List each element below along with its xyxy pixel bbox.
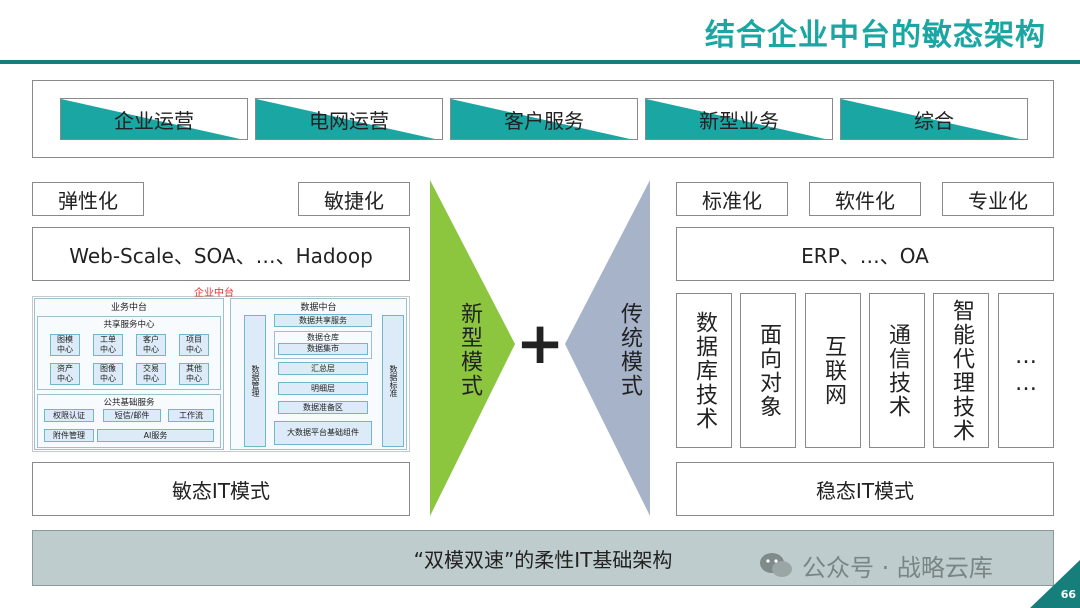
business-tab-label: 客户服务	[504, 108, 584, 133]
stable-trait-standard: 标准化	[676, 182, 788, 216]
new-mode-triangle	[430, 180, 515, 516]
traditional-mode-label: 传统模式	[617, 302, 642, 398]
business-tab-label: 新型业务	[699, 108, 779, 133]
agile-trait-elastic: 弹性化	[32, 182, 144, 216]
business-tab-label: 企业运营	[114, 108, 194, 133]
shared-service-center	[37, 316, 221, 390]
data-item: 大数据平台基础组件	[274, 421, 372, 445]
service-box: 短信/邮件	[103, 409, 161, 422]
business-tab-5: 综合	[840, 98, 1028, 140]
new-mode-label: 新型模式	[457, 302, 482, 398]
data-item: 数据准备区	[278, 401, 368, 414]
data-standard: 数据标准	[382, 315, 404, 447]
stable-column: 面向对象	[740, 293, 796, 448]
teal-triangle-decoration	[646, 99, 826, 139]
public-services	[37, 394, 221, 448]
watermark-text: 公众号 · 战略云库	[802, 553, 993, 582]
center-box: 交易中心	[136, 363, 166, 385]
stable-trait-professional: 专业化	[942, 182, 1054, 216]
business-tab-1: 企业运营	[60, 98, 248, 140]
data-management: 数据管理	[244, 315, 266, 447]
data-item: 汇总层	[278, 362, 368, 375]
service-box: 附件管理	[44, 429, 94, 442]
watermark: 公众号 · 战略云库	[758, 548, 993, 582]
center-box: 客户中心	[136, 334, 166, 356]
agile-tech-stack: Web-Scale、SOA、…、Hadoop	[32, 227, 410, 281]
business-tab-3: 客户服务	[450, 98, 638, 140]
center-graphic	[430, 180, 650, 516]
agile-trait-nimble: 敏捷化	[298, 182, 410, 216]
stable-column: 数据库技术	[676, 293, 732, 448]
teal-triangle-decoration	[256, 99, 436, 139]
business-tab-label: 电网运营	[309, 108, 389, 133]
stable-tech-stack: ERP、…、OA	[676, 227, 1054, 281]
public-services-title: 公共基础服务	[103, 398, 155, 408]
traditional-mode-triangle	[565, 180, 650, 516]
stable-column: 智能代理技术	[933, 293, 989, 448]
stable-column: 互联网	[805, 293, 861, 448]
teal-triangle-decoration	[841, 99, 1021, 139]
teal-triangle-decoration	[61, 99, 241, 139]
header-rule	[0, 60, 1080, 64]
business-platform-title: 业务中台	[110, 303, 147, 313]
stable-trait-software: 软件化	[809, 182, 921, 216]
foundation-bar: “双模双速”的柔性IT基础架构	[32, 530, 1054, 586]
data-item: 数据共享服务	[274, 314, 372, 327]
center-box: 图模中心	[50, 334, 80, 356]
data-warehouse-label: 数据仓库	[307, 333, 339, 342]
data-warehouse-group	[274, 331, 372, 359]
center-box: 工单中心	[93, 334, 123, 356]
shared-service-title: 共享服务中心	[103, 320, 155, 330]
center-box: 其他中心	[179, 363, 209, 385]
stable-it-mode: 稳态IT模式	[676, 462, 1054, 516]
center-box: 项目中心	[179, 334, 209, 356]
page-corner	[1030, 560, 1080, 608]
enterprise-platform-label: 企业中台	[194, 288, 234, 299]
business-tab-2: 电网运营	[255, 98, 443, 140]
enterprise-platform-diagram	[32, 296, 410, 452]
business-tab-label: 综合	[914, 108, 954, 133]
business-tab-4: 新型业务	[645, 98, 833, 140]
wechat-icon	[760, 553, 792, 577]
data-platform-title: 数据中台	[300, 303, 337, 313]
stable-column: ……	[998, 293, 1054, 448]
stable-column: 通信技术	[869, 293, 925, 448]
agile-it-mode: 敏态IT模式	[32, 462, 410, 516]
data-item: 明细层	[278, 382, 368, 395]
page-title: 结合企业中台的敏态架构	[705, 18, 1046, 53]
foundation-label: “双模双速”的柔性IT基础架构	[413, 547, 673, 572]
plus-sign: +	[515, 309, 565, 377]
service-box: 权限认证	[44, 409, 94, 422]
teal-triangle-decoration	[451, 99, 631, 139]
service-box: AI服务	[97, 429, 214, 442]
center-box: 资产中心	[50, 363, 80, 385]
service-box: 工作流	[168, 409, 214, 422]
center-box: 图像中心	[93, 363, 123, 385]
data-item: 数据集市	[278, 343, 368, 355]
page-number: 66	[1060, 588, 1076, 601]
